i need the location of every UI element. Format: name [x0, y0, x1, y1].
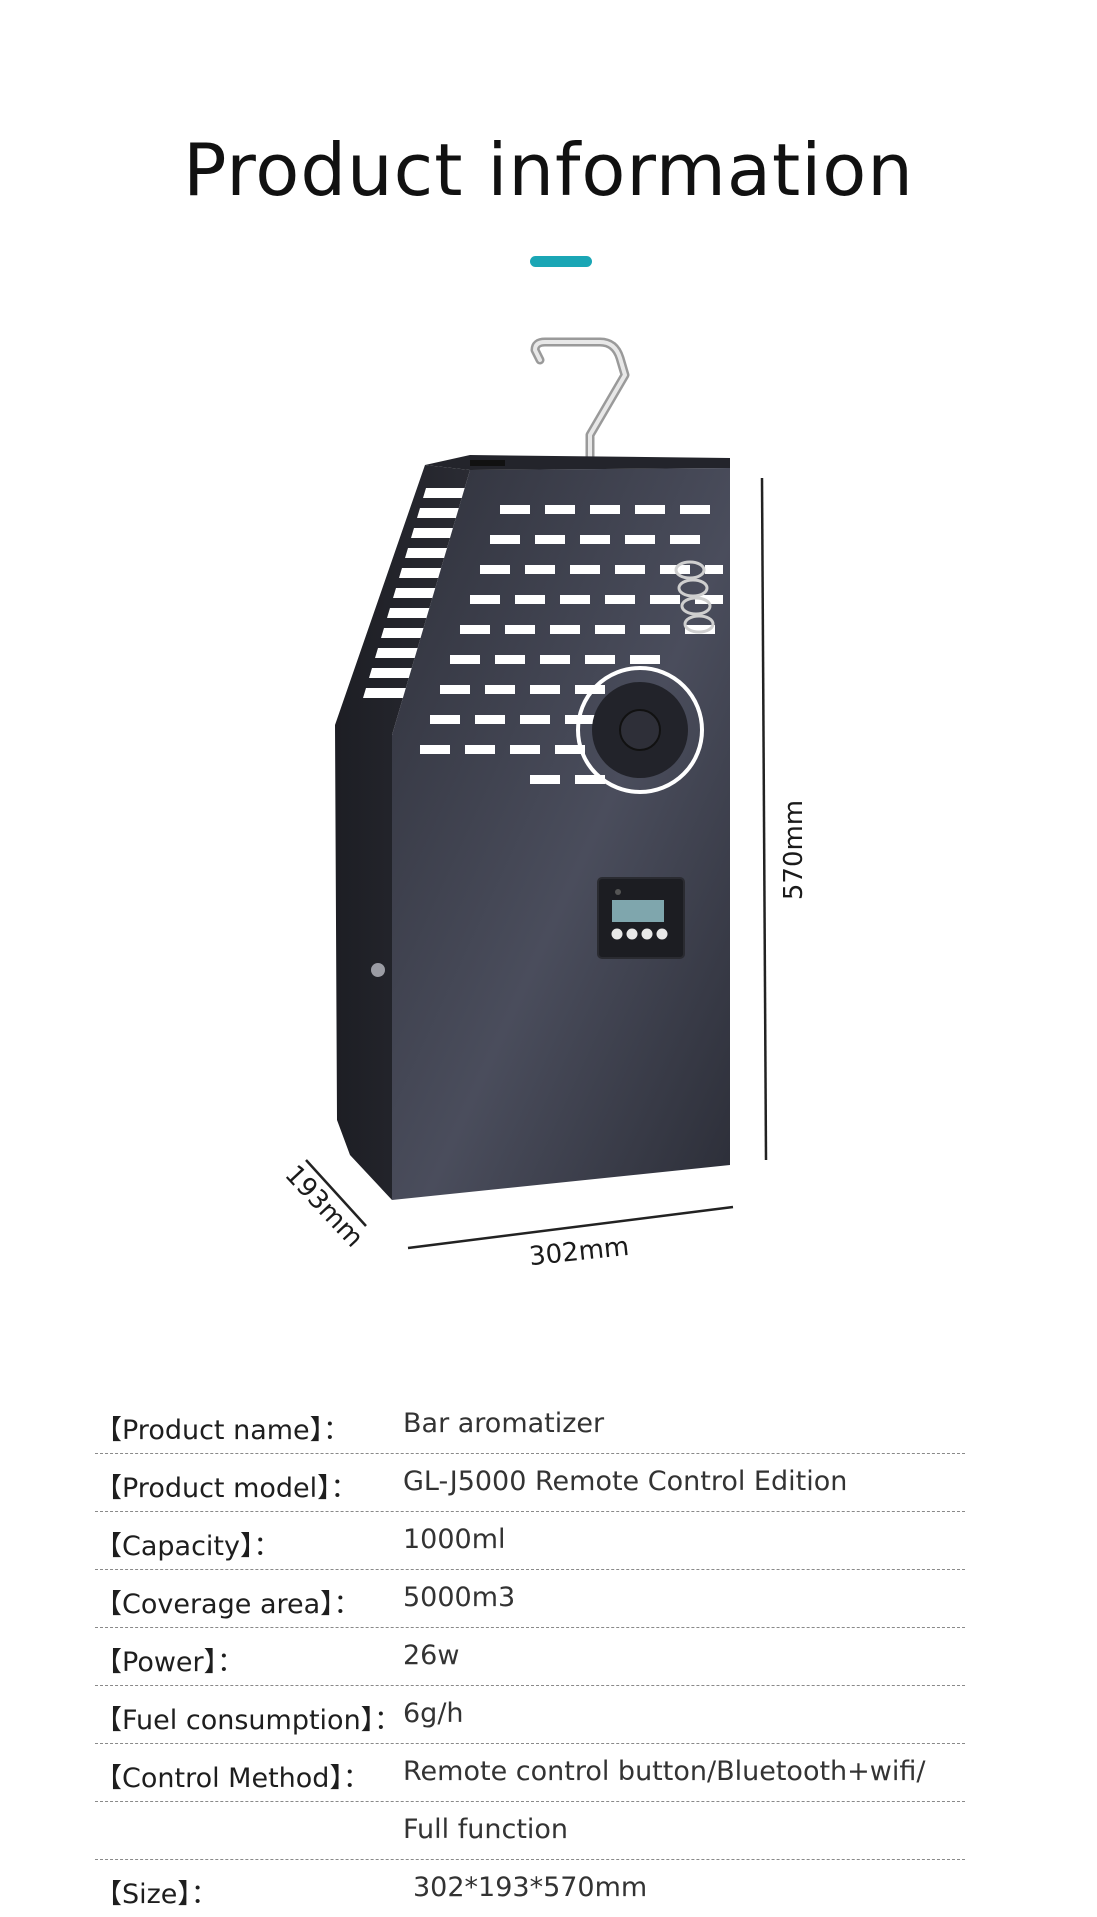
spec-value: 302*193*570mm [413, 1872, 648, 1903]
height-dimension-label: 570mm [779, 800, 809, 900]
width-dimension-label: 302mm [528, 1232, 631, 1272]
spec-value: 1000ml [403, 1524, 506, 1555]
spec-label: 【Product model】： [95, 1473, 358, 1504]
spec-value: 6g/h [403, 1698, 464, 1729]
spec-row: 【Fuel consumption】： 6g/h [95, 1686, 965, 1744]
spec-row: 【Product model】： GL-J5000 Remote Control… [95, 1454, 965, 1512]
spec-row: 【Control Method】： Remote control button/… [95, 1744, 965, 1802]
cable-coil [674, 560, 715, 634]
spec-value: GL-J5000 Remote Control Edition [403, 1466, 848, 1497]
spec-table: 【Product name】： Bar aromatizer 【Product … [95, 1396, 965, 1917]
spec-value: 5000m3 [403, 1582, 516, 1613]
spec-row: 【Product name】： Bar aromatizer [95, 1396, 965, 1454]
spec-label: 【Control Method】： [95, 1763, 370, 1794]
front-grille [420, 505, 723, 784]
spec-value: Bar aromatizer [403, 1408, 605, 1439]
depth-dimension-label: 193mm [279, 1160, 369, 1254]
spec-label: 【Fuel consumption】： [95, 1705, 402, 1736]
hook-icon [530, 337, 630, 475]
spec-row: Full function [95, 1802, 965, 1860]
spec-row: 【Power】： 26w [95, 1628, 965, 1686]
spec-row: 【Coverage area】： 5000m3 [95, 1570, 965, 1628]
spec-label: 【Coverage area】： [95, 1589, 361, 1620]
fan-icon [576, 666, 704, 794]
spec-value: Remote control button/Bluetooth+wifi/ [403, 1756, 926, 1787]
page-title: Product information [183, 128, 914, 212]
side-vents [363, 488, 475, 698]
spec-value: Full function [403, 1814, 569, 1845]
spec-row: 【Size】： 302*193*570mm [95, 1860, 965, 1917]
spec-row: 【Capacity】： 1000ml [95, 1512, 965, 1570]
product-image: 570mm 302mm 193mm [279, 337, 809, 1272]
title-accent-bar [530, 256, 592, 267]
spec-label: 【Size】： [95, 1879, 218, 1910]
control-panel [597, 877, 685, 959]
spec-value: 26w [403, 1640, 460, 1671]
spec-label: 【Capacity】： [95, 1531, 281, 1562]
spec-label: 【Product name】： [95, 1415, 351, 1446]
spec-label: 【Power】： [95, 1647, 245, 1678]
